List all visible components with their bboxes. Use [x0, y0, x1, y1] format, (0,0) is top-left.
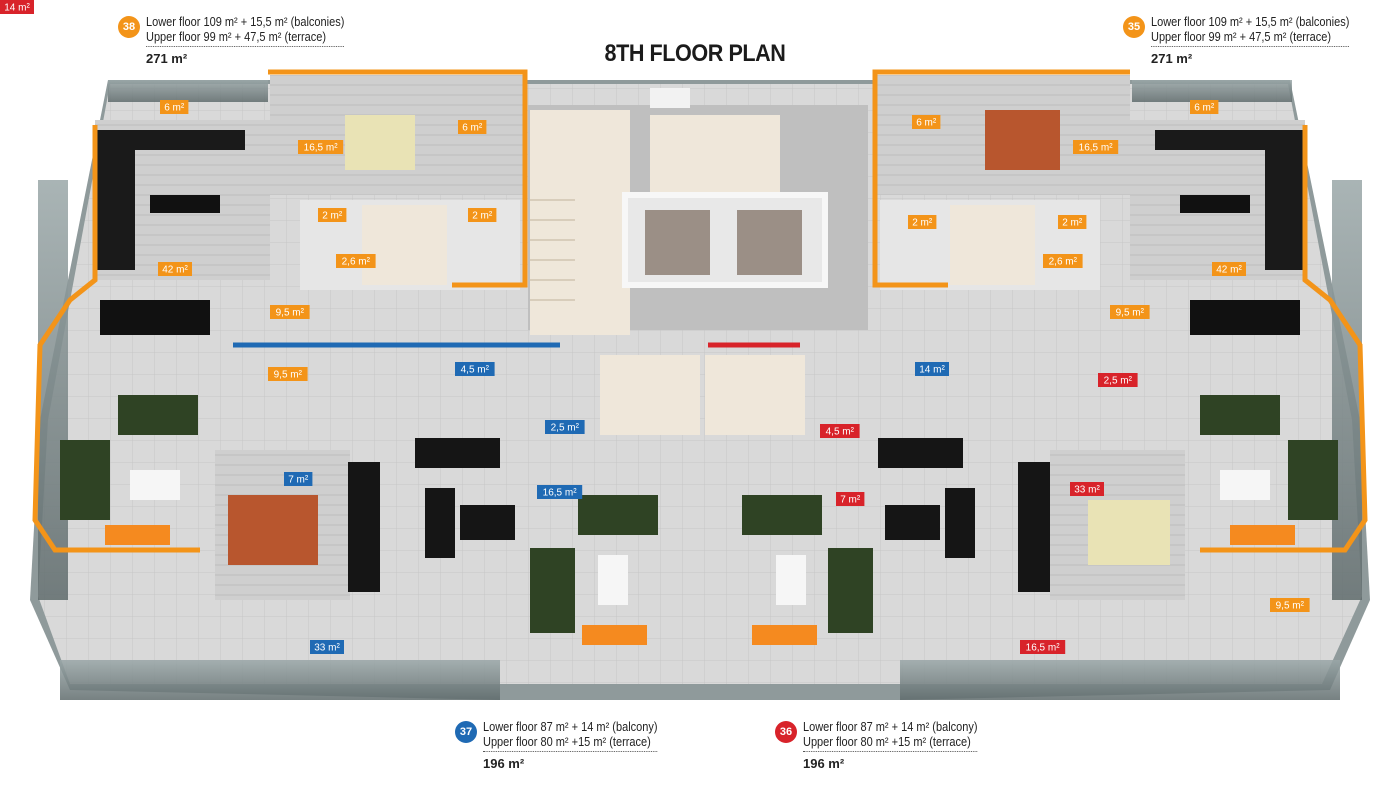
area-label-box	[908, 215, 937, 229]
area-label: 2 m²	[912, 218, 933, 229]
area-label: 9,5 m²	[1276, 601, 1305, 612]
apartment-35-boundary	[872, 69, 1130, 288]
area-label: 42 m²	[162, 265, 188, 276]
area-label: 9,5 m²	[276, 308, 305, 319]
area-label: 7 m²	[288, 475, 309, 486]
area-label-box	[455, 362, 495, 376]
apartment-number-badge: 38	[118, 16, 140, 38]
balcony-railings	[38, 80, 1362, 700]
upper-floor-text: Upper floor 80 m² +15 m² (terrace)	[803, 735, 978, 752]
apartment-36-info: 36 Lower floor 87 m² + 14 m² (balcony) U…	[775, 720, 1035, 775]
apartment-37-plan	[215, 438, 658, 645]
upper-floor-text: Upper floor 80 m² +15 m² (terrace)	[483, 735, 658, 752]
area-label: 7 m²	[840, 495, 861, 506]
area-label-box	[1270, 598, 1310, 612]
apartment-number-badge: 35	[1123, 16, 1145, 38]
area-label-box	[468, 208, 497, 222]
area-label-box	[1212, 262, 1246, 276]
apartment-35-plan	[875, 75, 1338, 545]
area-labels: 6 m² 16,5 m² 6 m² 2 m² 2 m² 2,6 m² 42 m² 9,5 m²…	[0, 0, 1310, 654]
area-label-box	[1058, 215, 1087, 229]
area-label-box	[1070, 482, 1104, 496]
lower-floor-text: Lower floor 87 m² + 14 m² (balcony)	[483, 720, 658, 734]
area-label-box	[160, 100, 189, 114]
area-label: 2,5 m²	[1104, 376, 1133, 387]
area-label-box	[836, 492, 865, 506]
area-label: 6 m²	[916, 118, 937, 129]
area-label-box	[820, 424, 860, 438]
area-label: 6 m²	[1194, 103, 1215, 114]
area-label: 33 m²	[1074, 485, 1100, 496]
area-label-box	[284, 472, 313, 486]
area-label: 16,5 m²	[1026, 643, 1061, 654]
area-label-box	[1190, 100, 1219, 114]
area-label-box	[915, 362, 949, 376]
area-label: 6 m²	[462, 123, 483, 134]
apartment-number-badge: 37	[455, 721, 477, 743]
area-label: 2,5 m²	[551, 423, 580, 434]
area-label-box	[537, 485, 583, 499]
area-label: 33 m²	[314, 643, 340, 654]
area-label-box	[545, 420, 585, 434]
total-area: 271 m²	[1151, 51, 1193, 66]
area-label: 2 m²	[1062, 218, 1083, 229]
area-label-box	[158, 262, 192, 276]
area-label: 6 m²	[164, 103, 185, 114]
area-label-box	[912, 115, 941, 129]
apartment-38-plan	[60, 75, 525, 545]
area-label: 16,5 m²	[304, 143, 339, 154]
area-label: 2,6 m²	[342, 257, 371, 268]
apartment-35-info: 35 Lower floor 109 m² + 15,5 m² (balconi…	[1123, 15, 1383, 70]
area-label: 14 m²	[4, 3, 30, 14]
area-label-box	[1098, 373, 1138, 387]
area-label-box	[310, 640, 344, 654]
area-label: 4,5 m²	[461, 365, 490, 376]
area-label-box	[336, 254, 376, 268]
total-area: 271 m²	[146, 51, 188, 66]
upper-floor-text: Upper floor 99 m² + 47,5 m² (terrace)	[146, 30, 345, 47]
lower-floor-text: Lower floor 87 m² + 14 m² (balcony)	[803, 720, 978, 734]
area-label: 42 m²	[1216, 265, 1242, 276]
area-label: 2,6 m²	[1049, 257, 1078, 268]
lower-floor-text: Lower floor 109 m² + 15,5 m² (balconies)	[1151, 15, 1350, 29]
area-label-box	[1073, 140, 1119, 154]
stair-core	[528, 88, 868, 435]
area-label-box	[1020, 640, 1066, 654]
area-label: 9,5 m²	[274, 370, 303, 381]
apartment-37-info: 37 Lower floor 87 m² + 14 m² (balcony) U…	[455, 720, 715, 775]
area-label-box	[0, 0, 34, 14]
area-label: 16,5 m²	[543, 488, 578, 499]
area-label-box	[298, 140, 344, 154]
area-label-box	[458, 120, 487, 134]
area-label: 14 m²	[919, 365, 945, 376]
area-label-box	[1110, 305, 1150, 319]
area-label: 2 m²	[322, 211, 343, 222]
page-title: 8TH FLOOR PLAN	[604, 40, 786, 67]
area-label-box	[268, 367, 308, 381]
area-label-box	[270, 305, 310, 319]
area-label-box	[318, 208, 347, 222]
lower-floor-text: Lower floor 109 m² + 15,5 m² (balconies)	[146, 15, 345, 29]
area-label-box	[1043, 254, 1083, 268]
total-area: 196 m²	[483, 756, 525, 771]
apartment-38-boundary	[268, 69, 528, 288]
area-label: 2 m²	[472, 211, 493, 222]
upper-floor-text: Upper floor 99 m² + 47,5 m² (terrace)	[1151, 30, 1350, 47]
total-area: 196 m²	[803, 756, 845, 771]
area-label: 16,5 m²	[1079, 143, 1114, 154]
area-label: 4,5 m²	[826, 427, 855, 438]
apartment-number-badge: 36	[775, 721, 797, 743]
apartment-38-info: 38 Lower floor 109 m² + 15,5 m² (balconi…	[118, 15, 378, 70]
apartment-36-plan	[742, 438, 1185, 645]
apartment-35-outer-boundary	[1200, 125, 1368, 553]
area-label: 9,5 m²	[1116, 308, 1145, 319]
apartment-38-outer-boundary	[32, 125, 200, 553]
